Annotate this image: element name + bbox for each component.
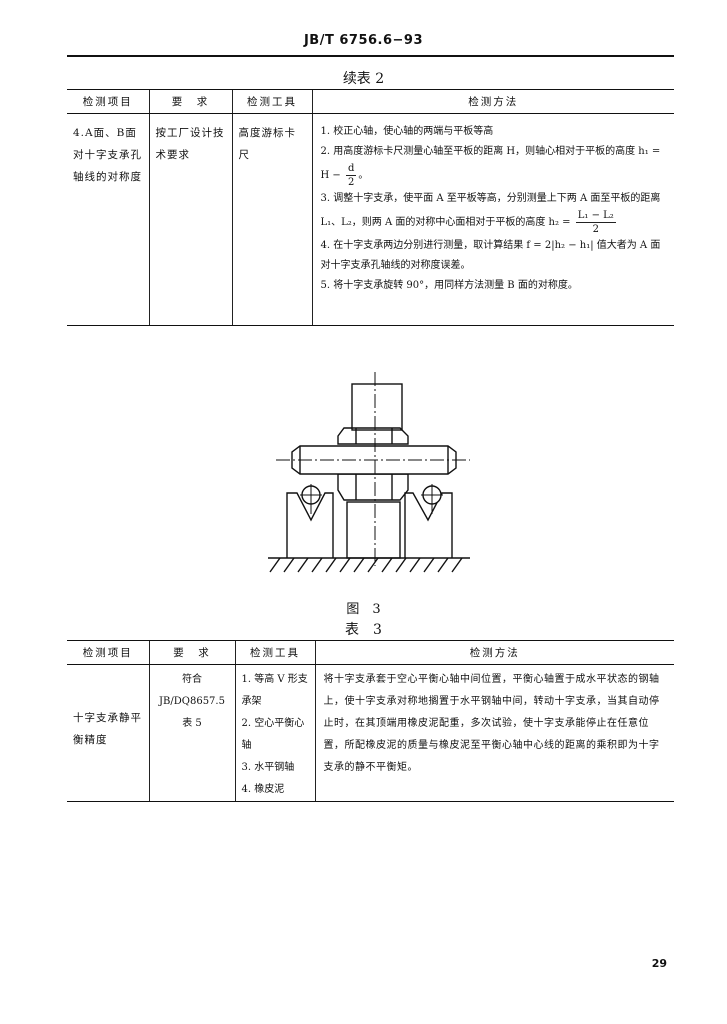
table2-step-1: 1. 校正心轴，使心轴的两端与平板等高 [320,126,494,137]
table3-requirement-line-3: 表 5 [182,718,202,729]
table3-method-cell: 将十字支承套于空心平衡心轴中间位置，平衡心轴置于成水平状态的钢轴上，使十字支承对… [314,664,674,802]
table3-requirement-line-1: 符合 [182,674,202,685]
table2-step-2-text: 2. 用高度游标卡尺测量心轴至平板的距离 H，则轴心相对于平板的高度 h₁ = … [320,146,661,181]
table2-header-row: 检测项目 要 求 检测工具 检测方法 [67,89,674,114]
table2-requirement-cell: 按工厂设计技术要求 [148,113,232,326]
page-number: 29 [651,957,667,970]
figure-3-drawing [268,372,470,573]
fraction-numerator: L₁ − L₂ [575,210,616,223]
table2-step-2: 2. 用高度游标卡尺测量心轴至平板的距离 H，则轴心相对于平板的高度 h₁ = … [321,142,669,189]
cross-spider-lower-hub [337,473,409,501]
table2-header-item: 检测项目 [67,89,149,114]
fraction-denominator: 2 [347,177,355,188]
header-rule [67,55,674,57]
fraction-denominator: 2 [592,224,599,235]
table2-step-2-end: 。 [358,170,369,181]
left-v-support [286,492,334,558]
table3-header-item: 检测项目 [67,640,149,665]
table2-header-tool: 检测工具 [231,89,312,114]
table3-item-cell: 十字支承静平衡精度 [67,664,149,802]
table3-tool-cell: 1. 等高 V 形支承架 2. 空心平衡心轴 3. 水平钢轴 4. 橡皮泥 [234,664,315,802]
table2-step-4: 4. 在十字支承两边分别进行测量，取计算结果 f = 2|h₂ − h₁| 值大… [320,240,661,271]
table2-item-text: 4.A面、B面对十字支承孔轴线的对称度 [73,127,142,183]
table3-tool-2: 2. 空心平衡心轴 [241,718,305,751]
table2-row: 4.A面、B面对十字支承孔轴线的对称度 按工厂设计技术要求 高度游标卡尺 1. … [67,113,674,326]
table3-tool-1: 1. 等高 V 形支承架 [241,674,308,707]
table2-header-method: 检测方法 [311,89,674,114]
table2-method-cell: 1. 校正心轴，使心轴的两端与平板等高 2. 用高度游标卡尺测量心轴至平板的距离… [311,113,674,326]
table2-requirement-text: 按工厂设计技术要求 [155,127,225,161]
table3-header-tool: 检测工具 [234,640,315,665]
table3-item-text: 十字支承静平衡精度 [73,712,142,746]
table3-requirement-line-2: JB/DQ8657.5 [159,696,225,707]
cross-spider-lower-arm [346,501,401,559]
standard-code: JB/T 6756.6−93 [303,33,424,48]
table3-row: 十字支承静平衡精度 符合 JB/DQ8657.5 表 5 1. 等高 V 形支承… [67,664,674,802]
table2-step-5: 5. 将十字支承旋转 90°，用同样方法测量 B 面的对称度。 [320,280,578,291]
cross-spider-upper-hub [337,427,409,445]
table2-step-3: 3. 调整十字支承，使平面 A 至平板等高，分别测量上下两 A 面至平板的距离 … [321,189,669,236]
table2-tool-cell: 高度游标卡尺 [231,113,312,326]
table3: 检测项目 要 求 检测工具 检测方法 十字支承静平衡精度 符合 JB/DQ865… [67,640,674,802]
table2-caption: 续表 2 [342,71,385,87]
table2-header-requirement: 要 求 [148,89,232,114]
table3-caption: 表 3 [345,622,382,638]
table3-header-row: 检测项目 要 求 检测工具 检测方法 [67,640,674,665]
table3-tool-3: 3. 水平钢轴 [241,762,295,773]
table3-header-method: 检测方法 [314,640,674,665]
table3-requirement-cell: 符合 JB/DQ8657.5 表 5 [148,664,235,802]
table3-tool-4: 4. 橡皮泥 [241,784,285,795]
table2-tool-text: 高度游标卡尺 [238,127,296,161]
figure-3-caption: 图 3 [346,602,381,617]
table3-header-requirement: 要 求 [148,640,235,665]
table2: 检测项目 要 求 检测工具 检测方法 4.A面、B面对十字支承孔轴线的对称度 按… [67,89,674,326]
table2-step-3-text: 3. 调整十字支承，使平面 A 至平板等高，分别测量上下两 A 面至平板的距离 … [320,193,661,228]
table3-method-text: 将十字支承套于空心平衡心轴中间位置，平衡心轴置于成水平状态的钢轴上，使十字支承对… [323,674,660,773]
ground-hatching [268,557,470,573]
fraction-numerator: d [345,163,357,176]
table2-item-cell: 4.A面、B面对十字支承孔轴线的对称度 [67,113,149,326]
cross-spider-upper-arm [351,383,403,431]
